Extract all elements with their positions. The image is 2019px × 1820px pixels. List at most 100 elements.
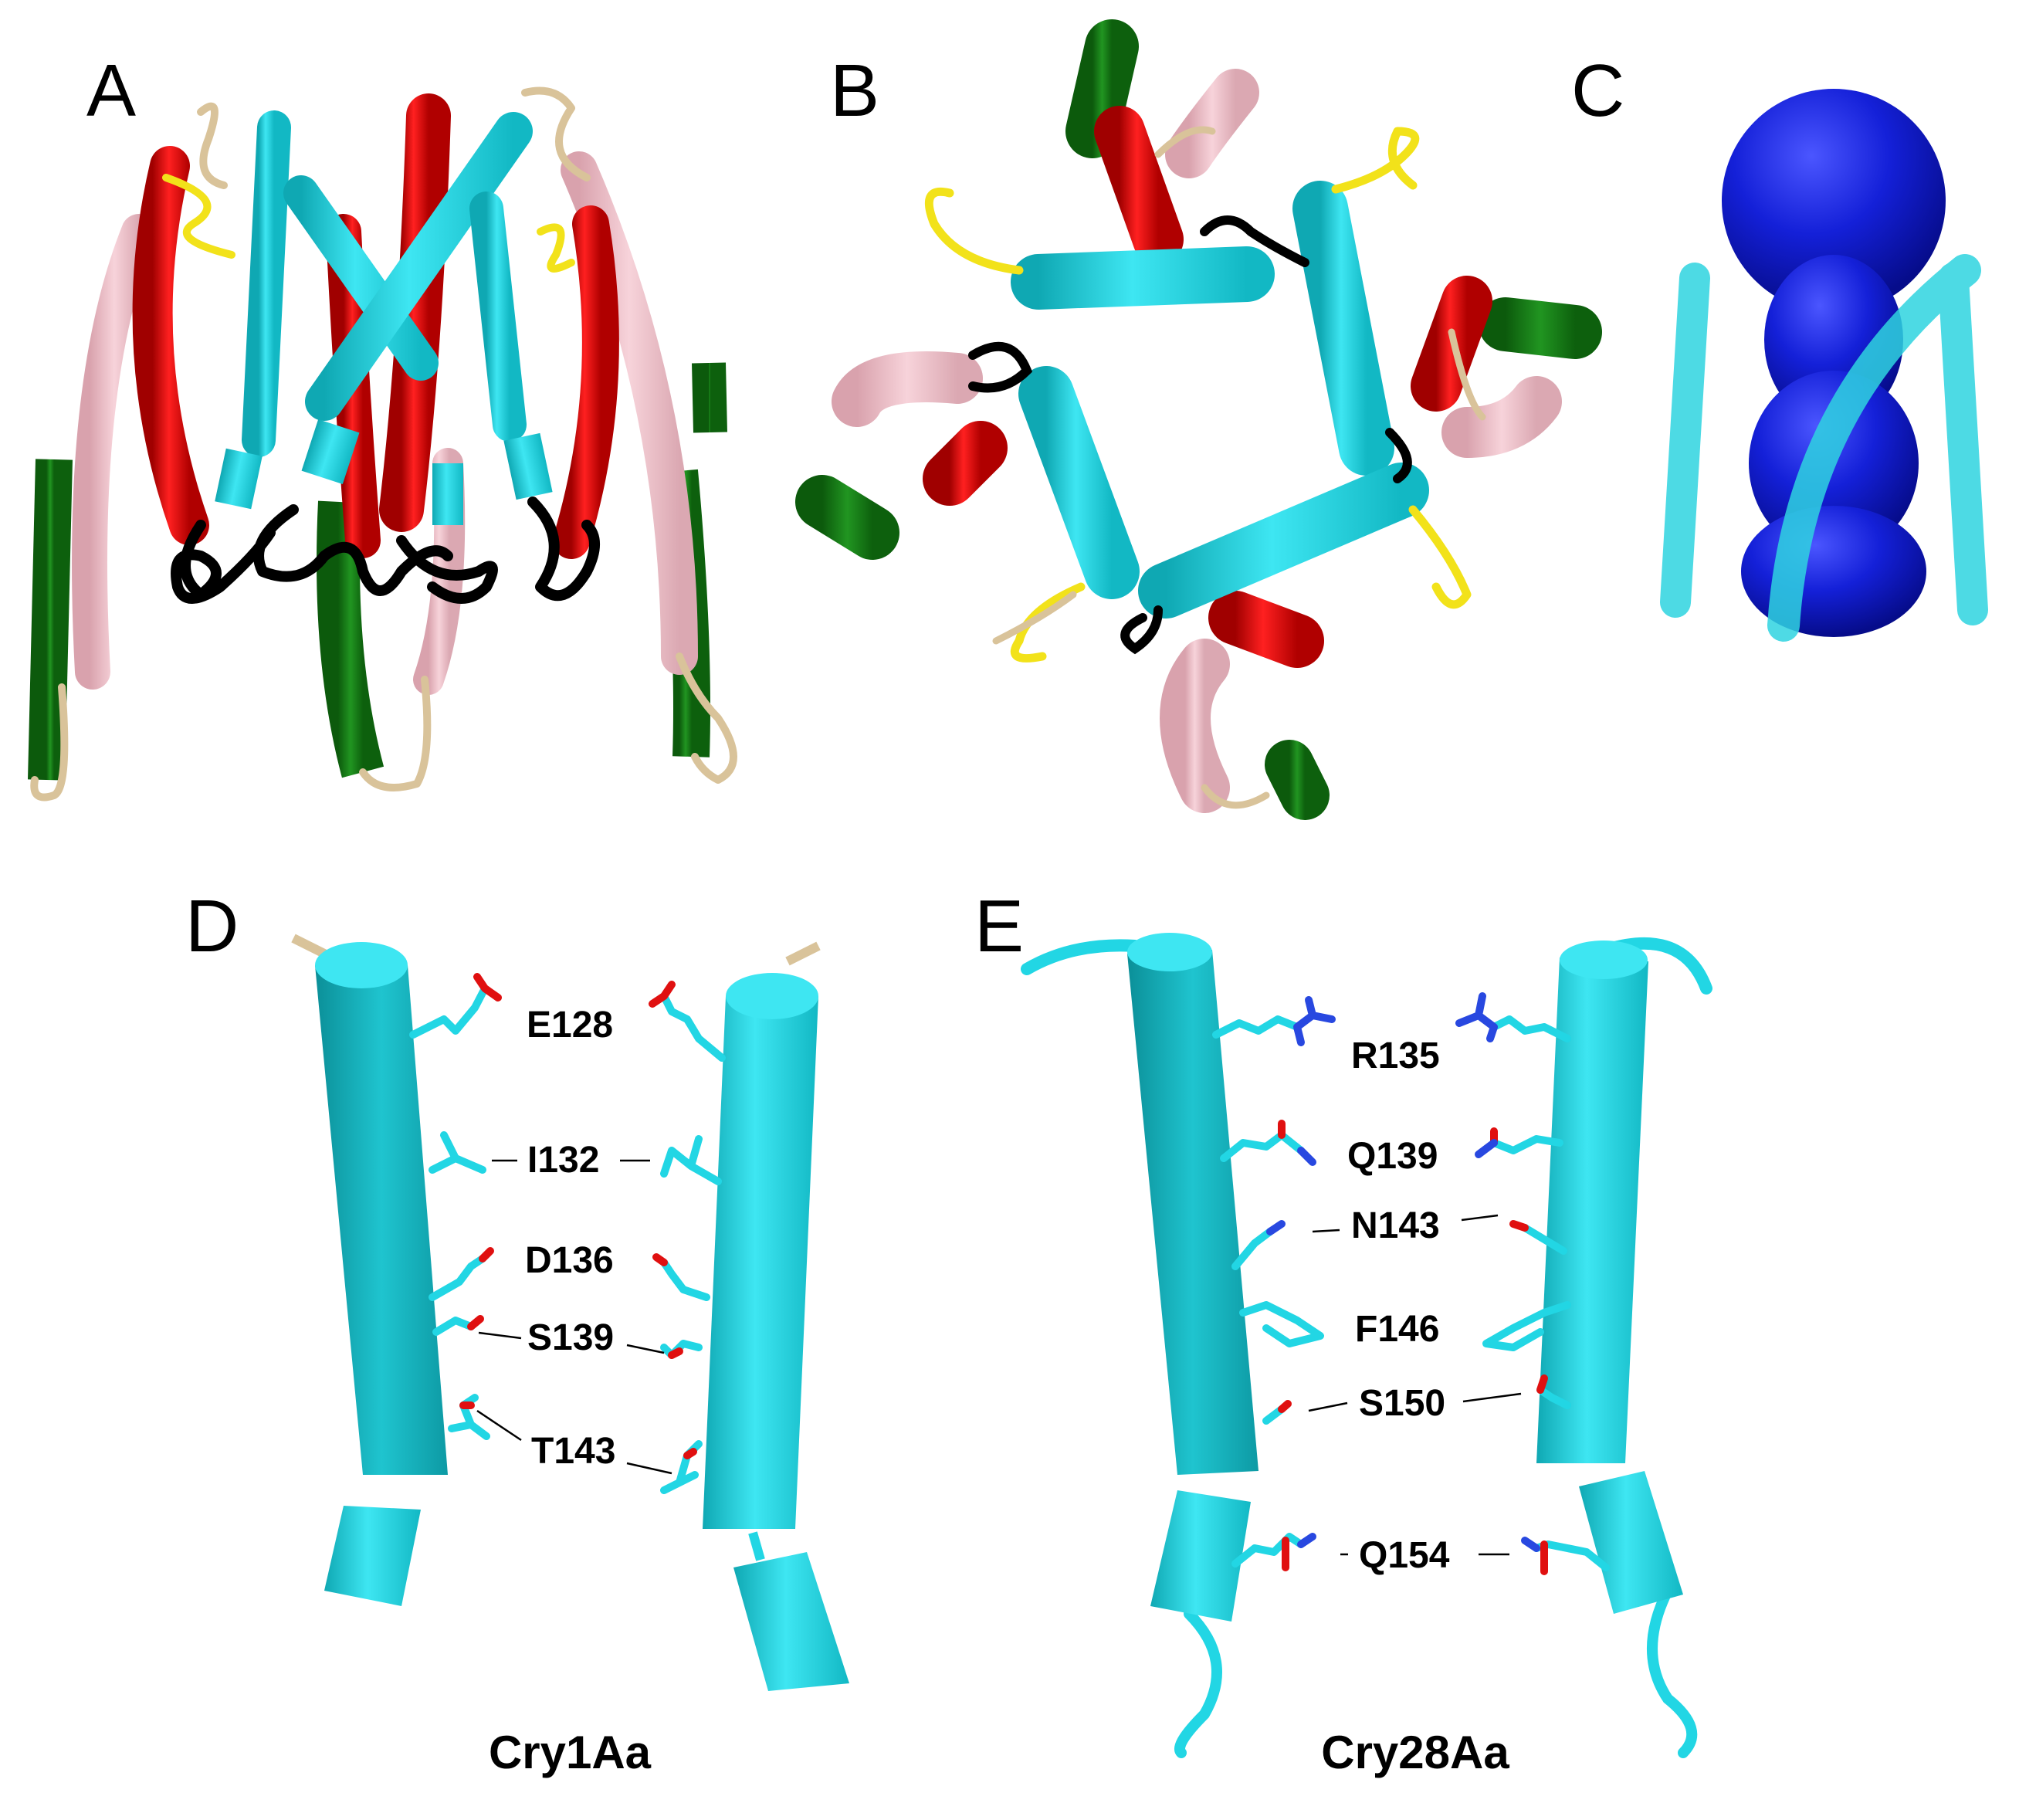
panel-d-residue-labels: E128 I132 D136 S139 T143 [476,1005,672,1475]
red-helix [132,146,209,545]
residue-label-r135: R135 [1351,1035,1440,1076]
cyan-coil [1021,939,1141,975]
nitrogen-atoms [1455,992,1498,1042]
leader-line [1308,1401,1348,1412]
oxygen-atoms [649,981,676,1008]
cyan-helix [469,191,527,442]
sidechain-d136-right [660,1259,710,1301]
residue-label-i132: I132 [527,1140,599,1181]
nitrogen-atoms [1266,1220,1286,1235]
sidechain-n143-left [1231,1228,1274,1270]
cyan-helix [1767,254,1981,642]
cyan-coil [1647,1585,1698,1758]
residue-label-s139: S139 [527,1317,614,1358]
panel-a-cyan-helices [215,110,553,525]
green-helix [317,500,384,778]
leader-line [626,1344,665,1354]
oxygen-atoms [1536,1374,1548,1394]
tan-loop [1448,328,1486,421]
cyan-helix-left [1127,950,1258,1475]
sidechain-d136-left [429,1255,486,1301]
residue-label-s150: S150 [1359,1383,1445,1424]
leader-line [1461,1214,1499,1222]
sidechain-i132-left [429,1131,486,1174]
tan-loop [676,652,737,784]
green-helix [795,475,899,560]
oxygen-atoms [1278,1400,1292,1413]
leader-line [626,1462,672,1475]
cyan-helix-right [703,996,818,1529]
tan-loop [197,102,228,189]
red-helix [553,205,619,559]
green-helix [1265,740,1330,820]
residue-label-e128: E128 [527,1005,613,1046]
oxygen-atoms [467,1315,484,1330]
black-loop [527,497,600,602]
panel-c-label: C [1571,49,1624,132]
panel-b-label: B [830,49,879,132]
cyan-coil [1174,1608,1222,1758]
black-loop [1120,605,1163,655]
residue-label-d136: D136 [525,1240,614,1281]
nitrogen-atoms [1297,1147,1316,1166]
tan-loop [1201,784,1270,809]
panel-d-label: D [185,885,239,968]
cyan-helix-left [315,965,448,1475]
oxygen-atoms [668,1347,683,1359]
helix-cap [315,942,408,988]
panel-a: A [28,49,737,802]
pink-helix [1160,639,1230,813]
cyan-helix-right [1536,957,1648,1463]
cyan-helix [215,448,263,510]
nitrogen-atoms [1297,1533,1316,1548]
panel-b-black-loops [968,215,1412,655]
residue-label-q139: Q139 [1347,1136,1438,1177]
sidechain-r135-right [1490,1015,1571,1042]
panel-b-loops [924,126,1486,809]
tan-loop [521,86,591,181]
sidechain-e128-right [660,992,726,1062]
sidechain-r135-left [1212,1015,1301,1039]
panel-a-black-loops [171,497,600,604]
black-loop [968,341,1033,393]
pink-helix [832,351,983,427]
panel-b-cyan-helices [1011,181,1429,619]
black-loop [1200,215,1309,267]
red-helix [923,421,1008,506]
cyan-helix-left-short [324,1506,421,1606]
green-helix [692,362,727,433]
black-loop [253,504,453,596]
helix-link [748,1531,765,1561]
yellow-loop [1408,505,1472,609]
tan-loop [1154,126,1216,158]
leader-line [1462,1392,1522,1403]
panel-e-caption: Cry28Aa [1321,1727,1509,1778]
tan-loop [992,591,1077,645]
black-loop [1385,428,1412,483]
sidechain-i132-right [660,1135,722,1185]
cyan-helix [305,112,533,421]
cyan-helix [283,175,439,381]
cyan-helix [1011,246,1275,310]
tan-loop [359,676,432,791]
pink-helix [1165,69,1259,178]
panel-b-red-helices [923,106,1492,668]
panel-d: D [185,885,849,1778]
tan-loop [30,683,69,802]
yellow-loop [537,223,575,273]
pink-helix [1441,376,1562,458]
panel-e-helices [1021,937,1712,1758]
cyan-helix [432,463,463,525]
panel-c: C [1571,49,1988,642]
sidechain-n143-right [1521,1224,1567,1255]
residue-label-t143: T143 [531,1431,615,1472]
sidechain-e128-left [409,985,489,1039]
residue-label-n143: N143 [1351,1205,1440,1246]
sidechain-s150-right [1536,1386,1571,1409]
panel-b-green-helices [795,19,1602,820]
panel-e-sidechains [1212,992,1610,1575]
cyan-helix [242,110,291,457]
panel-c-cyan-helices [1660,254,1988,642]
sidechain-q139-right [1490,1135,1563,1154]
cyan-helix-right-short [733,1552,849,1691]
